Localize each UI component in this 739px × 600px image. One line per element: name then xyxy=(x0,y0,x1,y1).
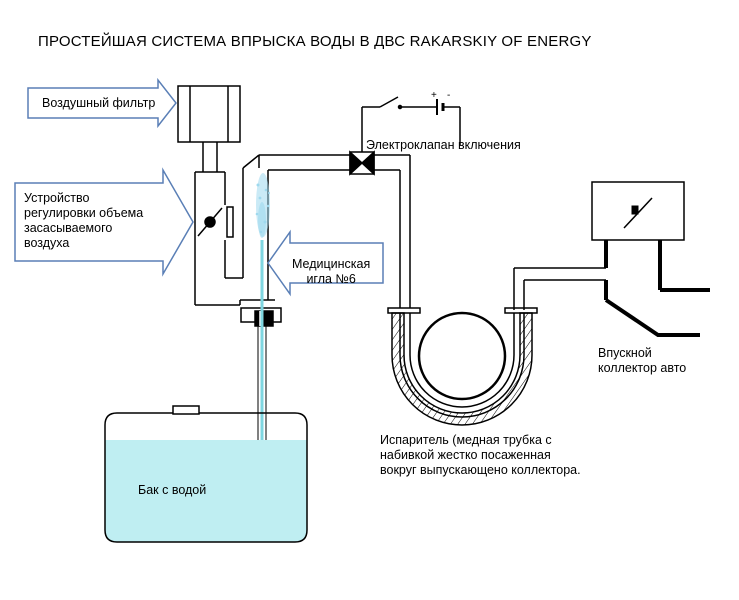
evaporator xyxy=(387,307,538,426)
air-regulator-body xyxy=(194,154,260,306)
air-regulator-label: Устройство регулировки объема засасываем… xyxy=(24,191,144,250)
air-filter-label: Воздушный фильтр xyxy=(42,96,156,110)
water-tank-label: Бак с водой xyxy=(138,483,207,497)
control-circuit xyxy=(362,96,461,145)
evaporator-label: Испаритель (медная трубка с набивкой жес… xyxy=(380,433,581,477)
regulator-valve xyxy=(197,207,223,237)
battery-minus-label: - xyxy=(447,90,451,101)
air-filter-callout-arrow xyxy=(27,77,177,129)
water-mist xyxy=(255,173,270,238)
intake-manifold xyxy=(591,181,710,337)
battery-plus-label: + xyxy=(431,90,437,101)
diagram-title: ПРОСТЕЙШАЯ СИСТЕМА ВПРЫСКА ВОДЫ В ДВС RA… xyxy=(38,33,592,50)
evaporator-to-intake-pipe xyxy=(513,267,606,310)
solenoid-valve xyxy=(349,107,375,176)
filter-outlet-tube xyxy=(202,142,218,172)
needle-callout-arrow xyxy=(267,229,384,297)
intake-manifold-label: Впускной коллектор авто xyxy=(598,346,687,375)
air-regulator-callout-arrow xyxy=(14,167,194,277)
air-supply-pipe xyxy=(239,154,350,305)
solenoid-to-evaporator-pipe xyxy=(374,154,411,310)
air-filter xyxy=(177,85,241,143)
water-tank xyxy=(104,405,308,543)
solenoid-label: Электроклапан включения xyxy=(366,138,521,152)
needle-label: Медицинская игла №6 xyxy=(292,257,371,286)
